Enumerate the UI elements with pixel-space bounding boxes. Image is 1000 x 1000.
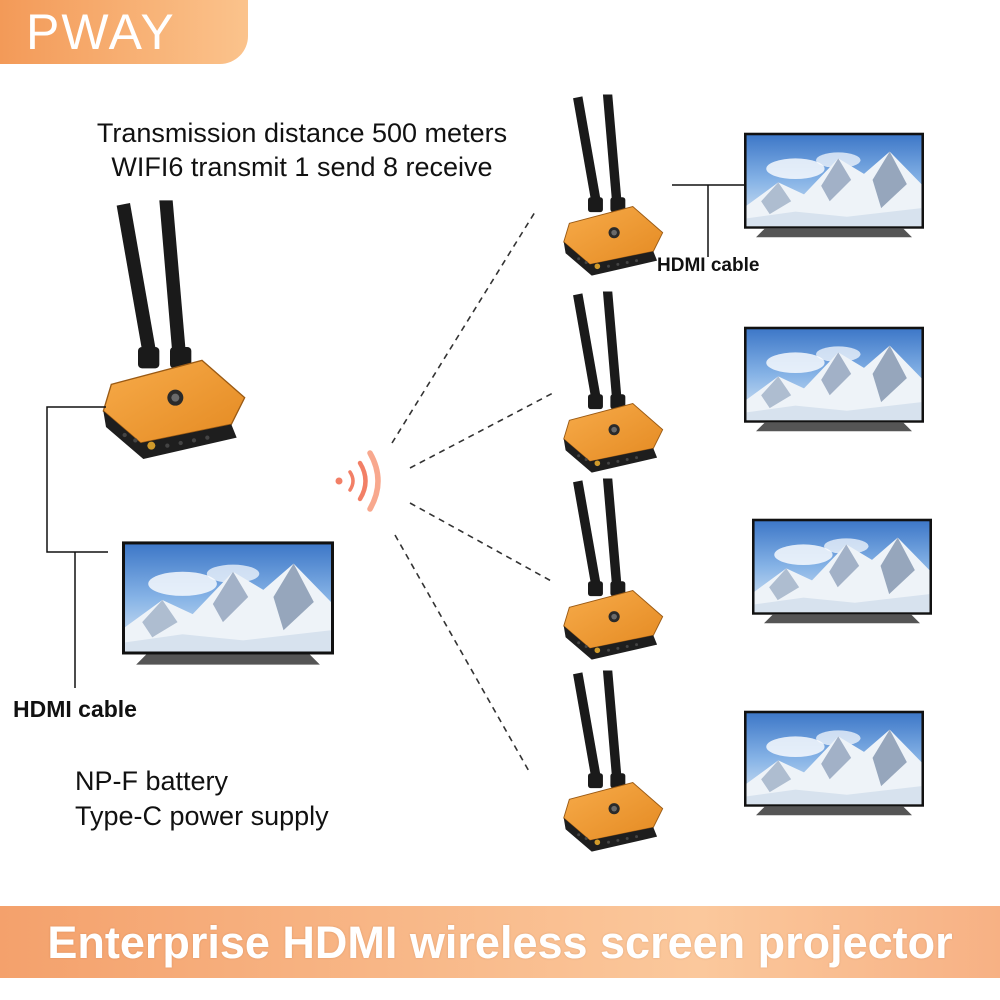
transmitter-device — [102, 199, 246, 460]
hdmi-cable-label-main: HDMI cable — [13, 696, 137, 722]
wireless-signal-icon — [335, 450, 381, 512]
bottom-banner: Enterprise HDMI wireless screen projecto… — [0, 906, 1000, 978]
tv-monitor-1 — [744, 132, 924, 238]
headline: Transmission distance 500 meters WIFI6 t… — [0, 116, 604, 184]
power-info: NP-F battery Type-C power supply — [75, 764, 329, 834]
hdmi-cable-label-receiver: HDMI cable — [657, 255, 760, 276]
brand-logo: PWAY — [26, 4, 176, 60]
headline-line-2: WIFI6 transmit 1 send 8 receive — [111, 152, 493, 182]
tv-monitor-3 — [752, 518, 932, 624]
tv-monitor-main — [122, 541, 334, 665]
headline-line-1: Transmission distance 500 meters — [96, 118, 508, 148]
receiver-device-2 — [563, 291, 664, 474]
banner-title: Enterprise HDMI wireless screen projecto… — [47, 917, 953, 968]
power-line-2: Type-C power supply — [75, 801, 329, 831]
wireless-link-lines — [391, 211, 554, 774]
receiver-device-4 — [563, 670, 664, 853]
receiver-device-1 — [563, 94, 664, 277]
receiver-device-3 — [563, 478, 664, 661]
hdmi-cable-lines — [46, 406, 108, 688]
tv-monitor-4 — [744, 710, 924, 816]
logo-badge: PWAY — [0, 0, 248, 64]
tv-monitor-2 — [744, 326, 924, 432]
hdmi-cable-line-receiver — [672, 184, 745, 257]
power-line-1: NP-F battery — [75, 766, 229, 796]
